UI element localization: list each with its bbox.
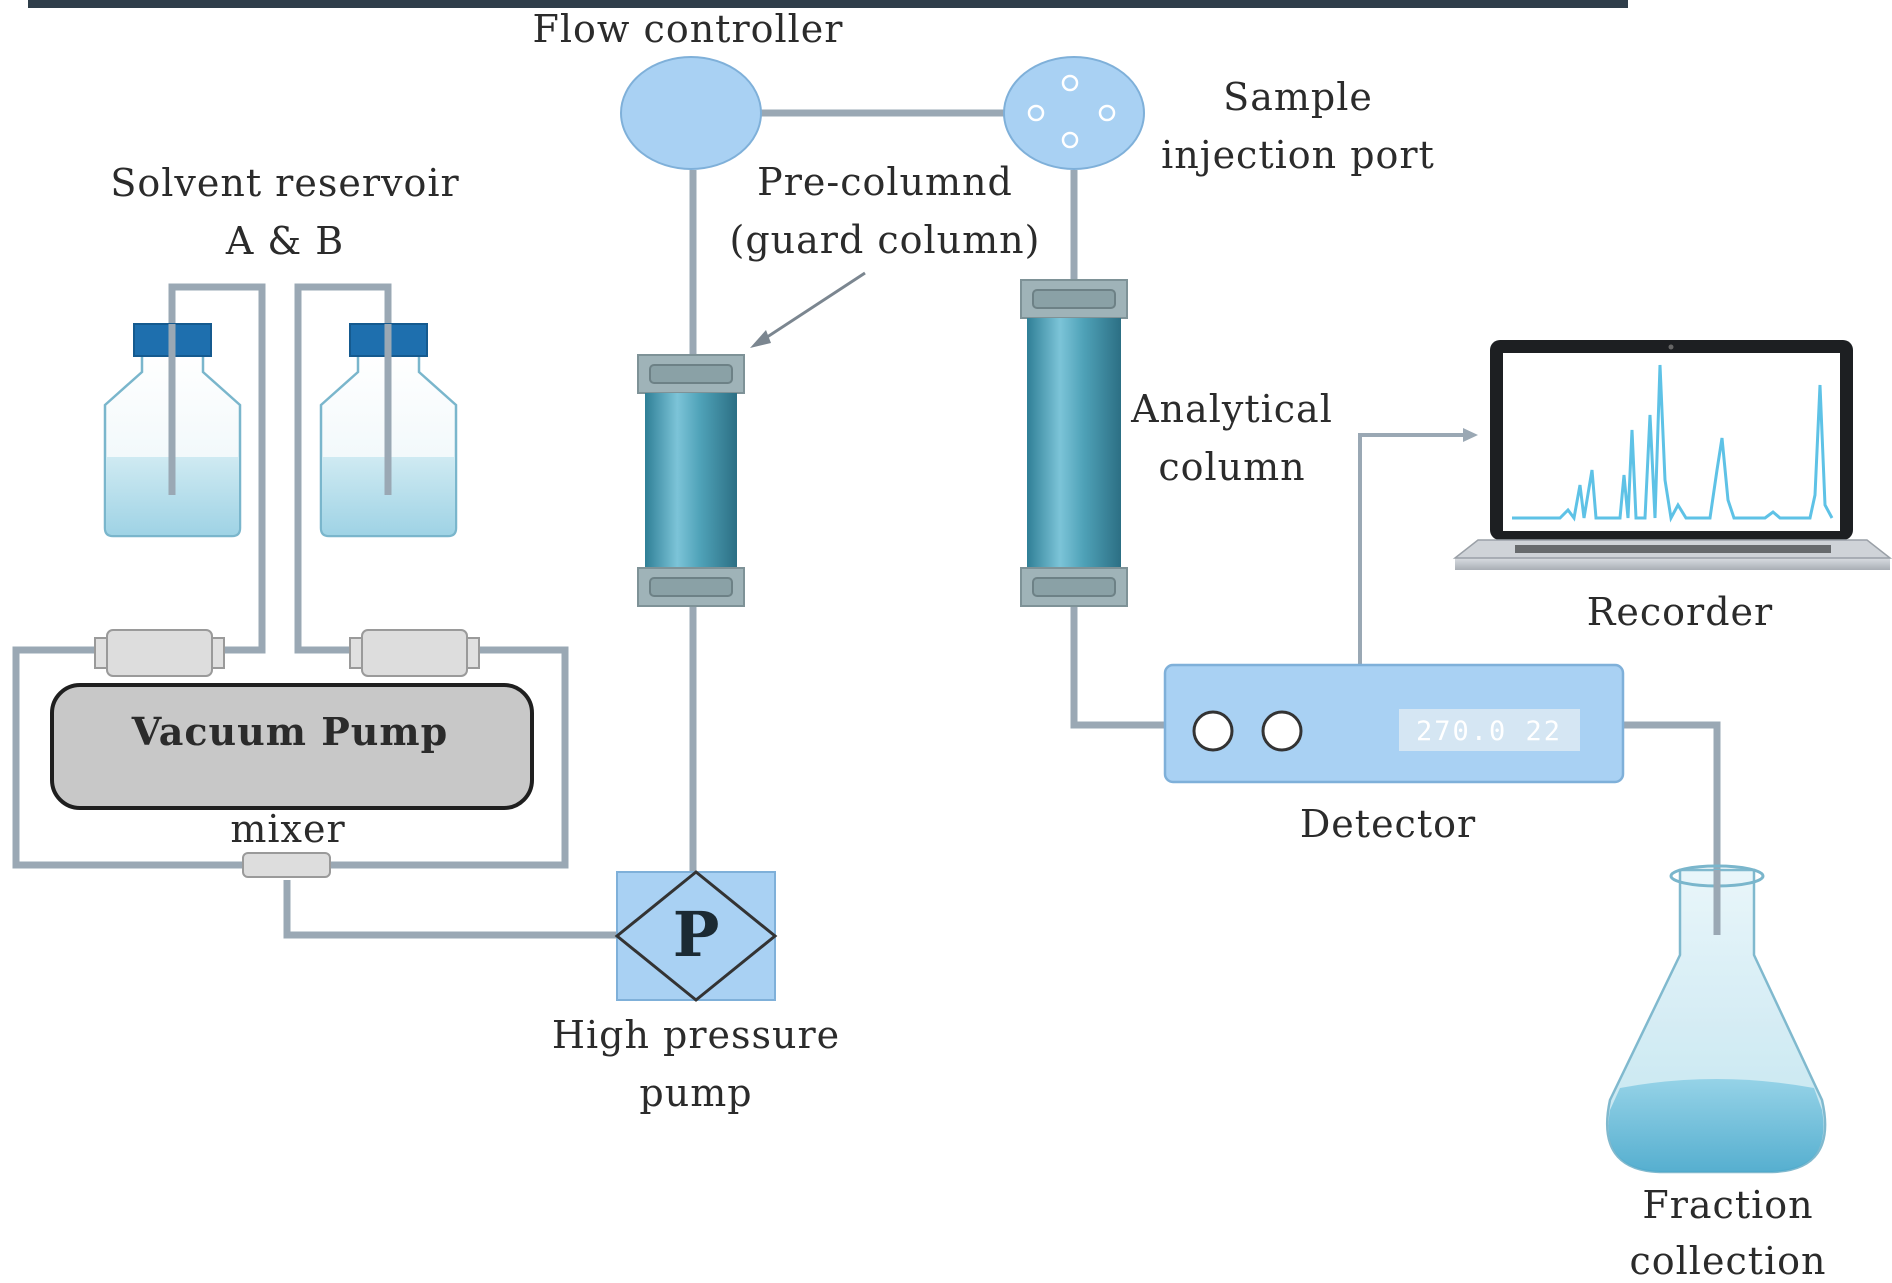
fraction-collection-label-1: Fraction (1642, 1183, 1813, 1227)
pre-column-label-2: (guard column) (730, 218, 1041, 262)
detector-label: Detector (1300, 802, 1476, 846)
flow-controller (620, 56, 762, 170)
top-banner (28, 0, 1628, 8)
detector-knob-2 (1261, 710, 1303, 752)
guard-column (637, 354, 745, 607)
detector-knob-1 (1192, 710, 1234, 752)
pre-column-label-1: Pre-columnd (757, 160, 1013, 204)
high-pressure-pump-label-1: High pressure (552, 1013, 840, 1057)
sample-injection-label-1: Sample (1223, 75, 1373, 119)
fraction-flask (1605, 864, 1827, 1174)
mixer-label: mixer (230, 807, 345, 851)
sample-injection-port (1003, 56, 1145, 170)
analytical-column-label-1: Analytical (1130, 387, 1333, 431)
sample-injection-label-2: injection port (1161, 133, 1435, 177)
pump-symbol: P (673, 898, 720, 971)
vacuum-pump (50, 683, 534, 810)
solvent-reservoir-label-2: A & B (225, 219, 344, 263)
solvent-reservoir-label-1: Solvent reservoir (110, 161, 459, 205)
high-pressure-pump-label-2: pump (639, 1071, 752, 1115)
detector (1163, 663, 1625, 784)
mixer (242, 852, 331, 878)
solvent-bottle-b (319, 323, 458, 538)
solvent-bottle-a (103, 323, 242, 538)
detector-display: 270.0 22 (1416, 716, 1562, 747)
fraction-collection-label-2: collection (1629, 1239, 1826, 1283)
analytical-column-label-2: column (1158, 445, 1305, 489)
high-pressure-pump (614, 870, 778, 1002)
analytical-column (1020, 279, 1128, 607)
recorder-label: Recorder (1587, 590, 1773, 634)
degasser-connector-a (94, 629, 225, 677)
vacuum-pump-label: Vacuum Pump (131, 709, 448, 754)
tubing (12, 109, 1721, 939)
chromatogram-trace (1512, 364, 1834, 523)
recorder-laptop (1452, 340, 1892, 570)
flow-controller-label: Flow controller (533, 7, 844, 51)
degasser-connector-b (349, 629, 480, 677)
